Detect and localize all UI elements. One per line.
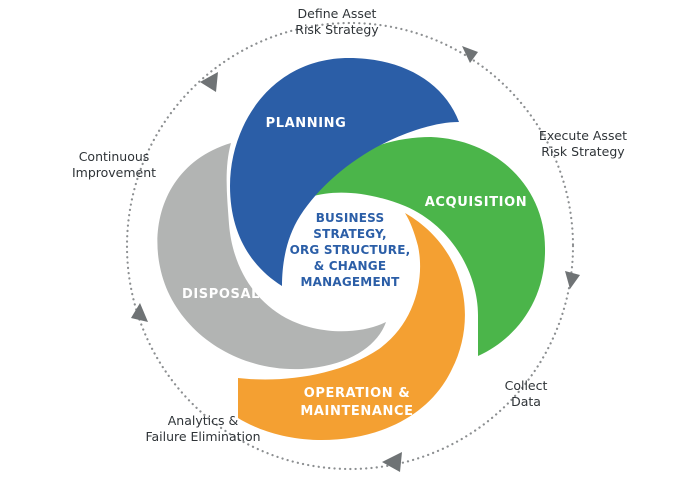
cycle-arrow-left — [131, 303, 148, 322]
cycle-arrow-top-left — [200, 72, 218, 92]
step-execute-line-1: Execute Asset — [538, 128, 628, 143]
step-analytics-line-2: Failure Elimination — [145, 429, 261, 444]
center-text: BUSINESS STRATEGY, ORG STRUCTURE, & CHAN… — [290, 211, 411, 289]
step-execute-asset-risk-strategy: Execute Asset Risk Strategy — [523, 128, 643, 160]
step-continuous-line-2: Improvement — [71, 165, 157, 180]
step-define-asset-risk-strategy: Define Asset Risk Strategy — [278, 6, 396, 38]
operation-label: OPERATION & — [304, 386, 411, 401]
segment-operation — [238, 213, 465, 441]
step-collect-data: Collect Data — [491, 378, 561, 410]
cycle-arrow-right — [565, 271, 580, 289]
step-execute-line-2: Risk Strategy — [541, 144, 625, 159]
disposal-label: DISPOSAL — [182, 287, 260, 302]
segment-acquisition — [310, 137, 546, 356]
cycle-dotted-ring — [125, 21, 575, 471]
step-continuous-improvement: Continuous Improvement — [58, 149, 170, 181]
center-line-3: ORG STRUCTURE, — [290, 243, 411, 257]
step-continuous-line-1: Continuous — [78, 149, 150, 164]
step-collect-line-2: Data — [511, 394, 541, 409]
segment-disposal — [157, 143, 386, 370]
cycle-arrow-top-right — [462, 46, 478, 63]
maintenance-label: MAINTENANCE — [300, 404, 413, 419]
step-analytics-failure-elimination: Analytics & Failure Elimination — [128, 413, 278, 445]
step-define-line-2: Risk Strategy — [295, 22, 379, 37]
center-line-1: BUSINESS — [316, 211, 385, 225]
center-line-4: & CHANGE — [314, 259, 386, 273]
segment-planning — [230, 58, 459, 286]
planning-label: PLANNING — [266, 116, 347, 131]
center-line-5: MANAGEMENT — [301, 275, 401, 289]
cycle-arrow-bottom — [382, 452, 402, 472]
step-analytics-line-1: Analytics & — [167, 413, 239, 428]
center-line-2: STRATEGY, — [313, 227, 386, 241]
step-collect-line-1: Collect — [504, 378, 548, 393]
acquisition-label: ACQUISITION — [425, 195, 527, 210]
step-define-line-1: Define Asset — [297, 6, 377, 21]
